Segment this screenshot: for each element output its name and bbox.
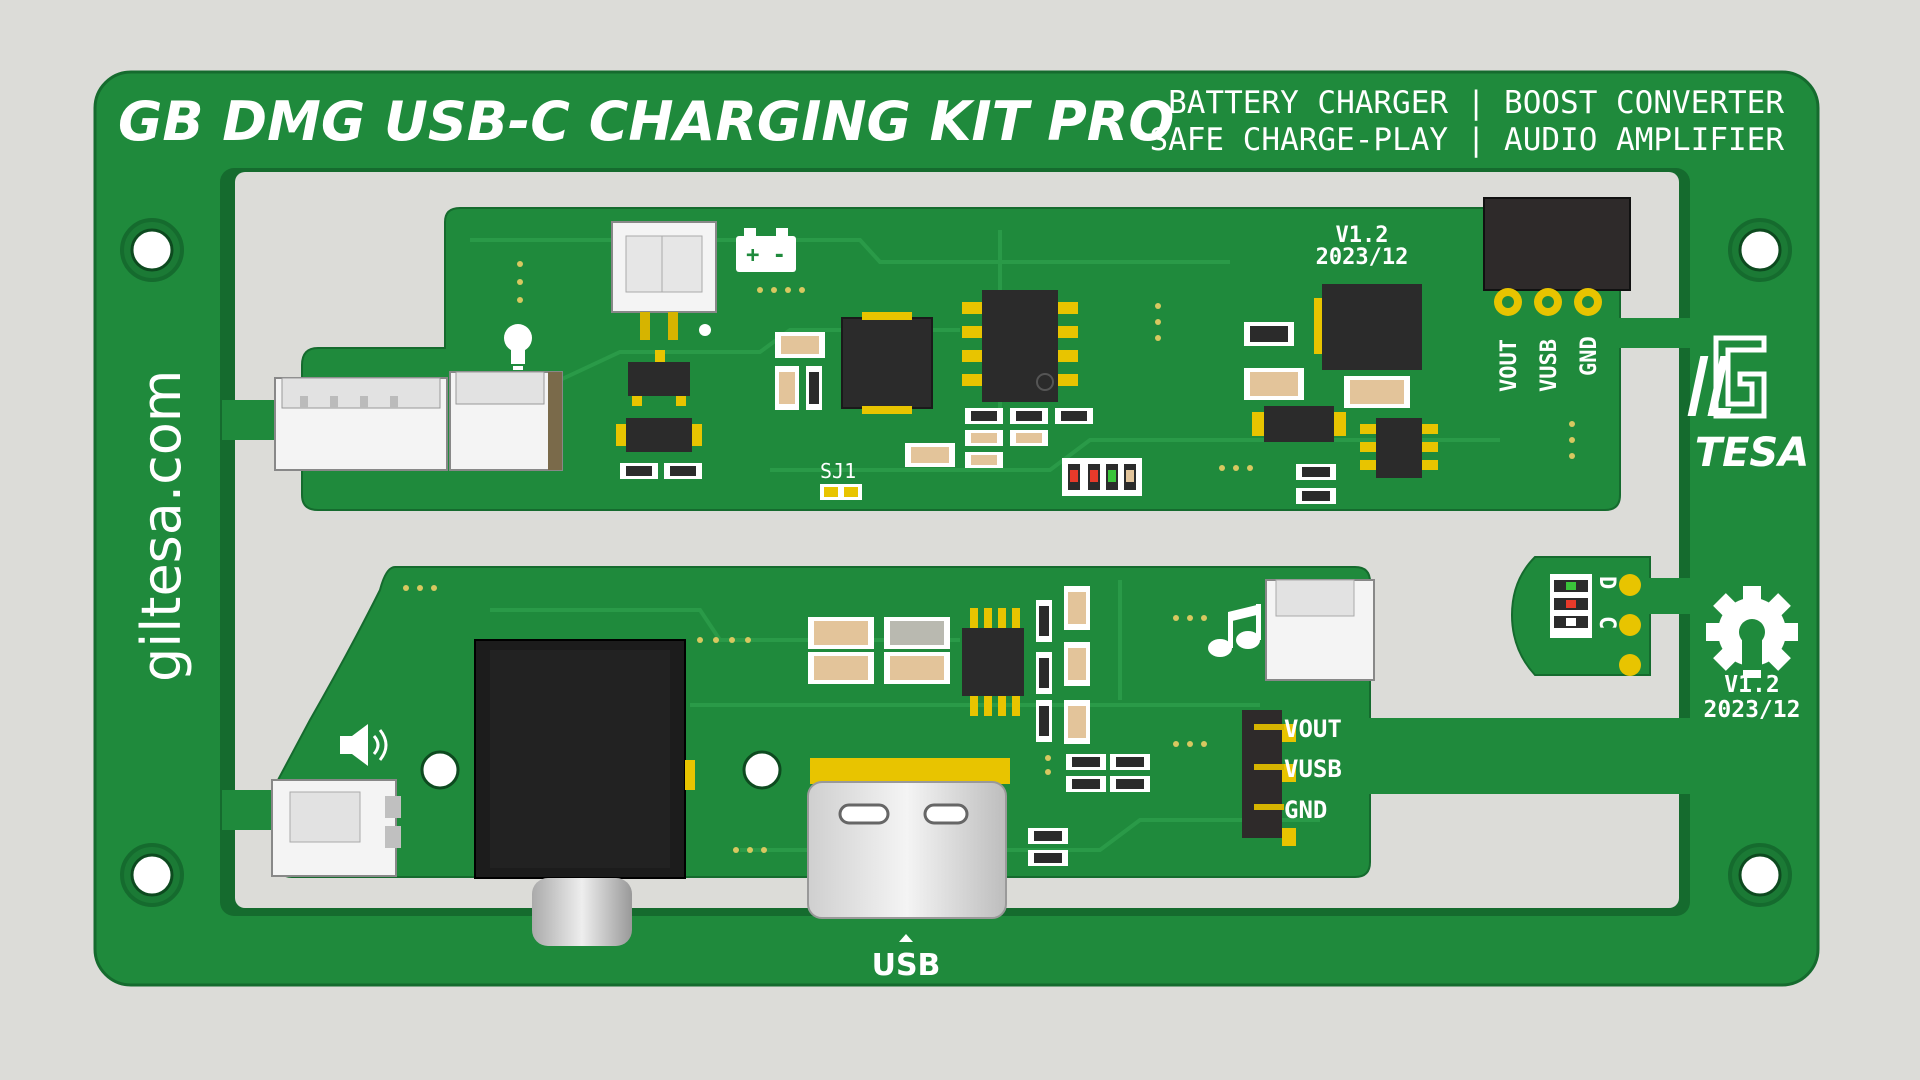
version-right: V1.2	[1724, 672, 1779, 698]
diode-smd	[616, 418, 702, 452]
speaker-icon	[340, 724, 388, 766]
lower-right-bridge	[1368, 718, 1690, 794]
board-title: GB DMG USB-C CHARGING KIT PRO	[118, 90, 1174, 153]
smd-caps-upper-right	[1244, 322, 1410, 408]
solder-jumper	[820, 484, 862, 500]
smd-resistors-amp	[1028, 586, 1150, 866]
small-leds	[1550, 574, 1592, 638]
smd-resistors-left	[620, 463, 702, 479]
mounting-holes	[120, 218, 1792, 907]
date-right: 2023/12	[1704, 697, 1801, 723]
smd-resistors-right	[1296, 464, 1336, 504]
status-leds	[1062, 458, 1142, 496]
soic-chip-charger	[962, 290, 1078, 402]
lightbulb-icon	[504, 324, 532, 370]
pad-label-c: C	[1594, 616, 1619, 629]
jumper-label: SJ1	[820, 459, 856, 483]
led-board-bridge	[1648, 578, 1690, 614]
usb-c-connector	[807, 758, 1010, 919]
pin-header-top	[1483, 197, 1631, 316]
audio-jack	[474, 639, 695, 946]
jst-connector-battery	[611, 221, 717, 340]
pin-header-bottom	[1242, 710, 1296, 846]
smd-caps-upper-left	[775, 332, 825, 410]
gear-icon	[1706, 586, 1798, 678]
jst-connector-audio	[1265, 579, 1375, 681]
jst-connector-4pin	[274, 377, 448, 471]
pin-bottom-gnd: GND	[1284, 796, 1327, 824]
sot-transistor	[628, 350, 690, 406]
features-line-1: BATTERY CHARGER | BOOST CONVERTER	[1168, 85, 1784, 121]
vias	[403, 261, 1575, 853]
pin-top-vout: VOUT	[1497, 339, 1522, 392]
small-pads	[1619, 574, 1641, 676]
usb-label: USB	[872, 948, 941, 983]
schottky-diode	[1252, 406, 1346, 442]
website-text: giltesa.com	[130, 370, 193, 682]
music-note-icon	[1208, 604, 1261, 657]
pad-label-d: D	[1594, 576, 1619, 589]
features-line-2: SAFE CHARGE-PLAY | AUDIO AMPLIFIER	[1149, 122, 1784, 158]
logo-text: TESA	[1695, 430, 1809, 476]
usb-arrow-icon	[899, 934, 913, 942]
jst-connector-2pin-led	[449, 371, 563, 471]
version-top: V1.2	[1336, 223, 1389, 248]
upper-right-bridge	[1618, 318, 1690, 348]
pin-bottom-vout: VOUT	[1284, 715, 1342, 743]
jst-connector-speaker	[271, 779, 401, 877]
power-inductor	[841, 312, 933, 414]
boost-chip-sot	[1360, 418, 1438, 478]
battery-symbol: + -	[746, 243, 786, 268]
battery-icon: + -	[736, 228, 796, 272]
amplifier-chip	[962, 608, 1024, 716]
pin-top-gnd: GND	[1577, 336, 1602, 376]
pin-bottom-vusb: VUSB	[1284, 755, 1342, 783]
smd-caps-lower	[808, 617, 950, 684]
upper-left-bridge	[222, 400, 282, 440]
boost-inductor	[1314, 284, 1422, 370]
smd-resistors-mid	[905, 408, 1093, 468]
giltesa-logo: TESA	[1687, 335, 1809, 476]
pin-top-vusb: VUSB	[1537, 339, 1562, 392]
date-top: 2023/12	[1316, 245, 1409, 270]
